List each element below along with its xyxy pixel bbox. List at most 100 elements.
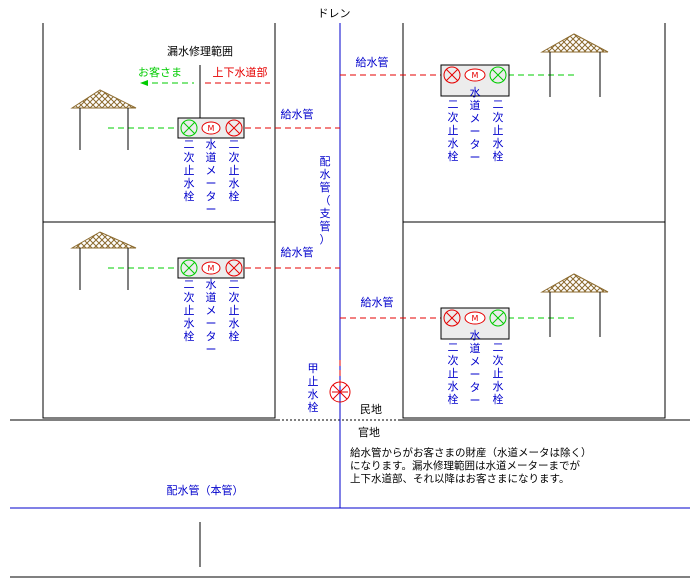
meter-label-char: ー <box>206 177 217 190</box>
branch-main-label-char: 水 <box>320 168 331 181</box>
valve-label-char: 二 <box>493 98 504 111</box>
valve-label-char: 二 <box>184 138 195 151</box>
repair-range-label: 漏水修理範囲 <box>167 44 233 58</box>
note-block: 給水管からがお客さまの財産（水道メータは除く） になります。漏水修理範囲は水道メ… <box>350 446 592 485</box>
valve-label-char: 止 <box>493 124 504 137</box>
valve-label-char: 止 <box>448 367 459 380</box>
valve-label-char: 次 <box>448 110 459 124</box>
meter-label-char: タ <box>470 138 481 151</box>
meter-mark: M <box>472 314 479 323</box>
supply-pipes <box>205 74 441 390</box>
meter-box-2: M <box>177 257 245 279</box>
valve-label-char: 栓 <box>229 189 240 203</box>
meter-mark: M <box>208 264 215 273</box>
meter-label-char: 水 <box>206 278 217 291</box>
meter-label-char: 水 <box>470 329 481 342</box>
customer-label: お客さま <box>138 65 182 79</box>
branch-main-label-char: 管 <box>320 219 331 233</box>
customer-pipes <box>108 74 575 319</box>
valve-label-char: 水 <box>184 177 195 190</box>
valve-label-char: 次 <box>448 353 459 367</box>
meter-box-1: M <box>177 117 245 139</box>
valve-label-char: 止 <box>184 164 195 177</box>
meter-label-char: 水 <box>470 86 481 99</box>
green-valve-icon <box>489 66 507 84</box>
branch-main-label-char: 支 <box>320 207 331 220</box>
meter-label-char: ー <box>206 343 217 356</box>
valve-label-char: 水 <box>493 380 504 393</box>
main-stop-valve-icon <box>329 381 351 403</box>
supply-pipe-label: 給水管 <box>281 107 314 121</box>
diagram-title: ドレン <box>318 7 351 20</box>
valve-label-char: 水 <box>448 137 459 150</box>
private-land-label: 民地 <box>360 403 382 416</box>
valve-label-char: 水 <box>229 177 240 190</box>
meter-label-char: メ <box>470 355 481 368</box>
valve-label-char: 二 <box>448 341 459 354</box>
valve-label-char: 二 <box>448 98 459 111</box>
meter-icon <box>201 261 221 275</box>
meter-label-char: ー <box>206 203 217 216</box>
meter-mark: M <box>208 124 215 133</box>
valve-label-char: 栓 <box>448 392 459 406</box>
bureau-label: 上下水道部 <box>213 65 268 79</box>
meter-label-char: タ <box>206 190 217 203</box>
meter-label-char: ー <box>470 151 481 164</box>
meter-label-char: メ <box>206 304 217 317</box>
trunk-main-label: 配水管（本管） <box>167 483 244 497</box>
supply-pipe-label: 給水管 <box>281 245 314 259</box>
green-valve-icon <box>180 119 198 137</box>
valve-label-char: 水 <box>184 317 195 330</box>
meter-box-4: M <box>440 307 510 340</box>
main-stop-label-char: 甲 <box>308 362 319 375</box>
valve-label-char: 止 <box>229 304 240 317</box>
main-stop-label-char: 栓 <box>308 400 319 414</box>
branch-main-label-char: （ <box>320 194 331 207</box>
meter-label-char: 道 <box>206 150 217 164</box>
supply-pipe-label: 給水管 <box>356 55 389 69</box>
meter-label-char: ー <box>470 368 481 381</box>
valve-label-char: 栓 <box>448 149 459 163</box>
main-stop-label-char: 止 <box>308 375 319 388</box>
customer-arrow-icon <box>140 80 148 86</box>
meter-label-char: ー <box>470 125 481 138</box>
valve-label-char: 次 <box>493 110 504 124</box>
meter-label-char: 道 <box>470 98 481 112</box>
house-icons <box>70 33 609 337</box>
note-line: になります。漏水修理範囲は水道メーターまでが <box>350 459 580 472</box>
valve-label-char: 水 <box>493 137 504 150</box>
meter-label-char: 水 <box>206 138 217 151</box>
red-valve-icon <box>443 66 461 84</box>
green-valve-icon <box>489 309 507 327</box>
valve-label-char: 止 <box>229 164 240 177</box>
valve-label-char: 次 <box>184 150 195 164</box>
meter-label-char: メ <box>470 112 481 125</box>
valve-label-char: 水 <box>448 380 459 393</box>
meter-icon <box>201 121 221 135</box>
meter-label-char: ー <box>470 394 481 407</box>
valve-label-char: 栓 <box>493 149 504 163</box>
branch-main-label-char: ） <box>320 233 331 246</box>
valve-label-char: 次 <box>184 290 195 304</box>
meter-label-char: 道 <box>470 341 481 355</box>
valve-label-char: 水 <box>229 317 240 330</box>
vertical-labels: 二次止水栓水道メーター二次止水栓二次止水栓水道メーター二次止水栓二次止水栓水道メ… <box>184 86 504 414</box>
meter-box-3: M <box>440 64 510 97</box>
house-icon <box>70 231 137 290</box>
meter-label-char: タ <box>206 330 217 343</box>
house-icon <box>540 273 609 337</box>
meter-label-char: メ <box>206 164 217 177</box>
valve-label-char: 次 <box>493 353 504 367</box>
note-line: 上下水道部、それ以降はお客さまになります。 <box>350 472 569 485</box>
valve-label-char: 栓 <box>184 189 195 203</box>
valve-label-char: 栓 <box>184 329 195 343</box>
meter-icon <box>464 68 486 82</box>
house-icon <box>540 33 609 97</box>
valve-label-char: 栓 <box>493 392 504 406</box>
valve-label-char: 二 <box>229 138 240 151</box>
meter-label-char: ー <box>206 317 217 330</box>
valve-label-char: 二 <box>493 341 504 354</box>
lot-boundaries <box>10 23 690 578</box>
branch-main-label-char: 管 <box>320 180 331 194</box>
